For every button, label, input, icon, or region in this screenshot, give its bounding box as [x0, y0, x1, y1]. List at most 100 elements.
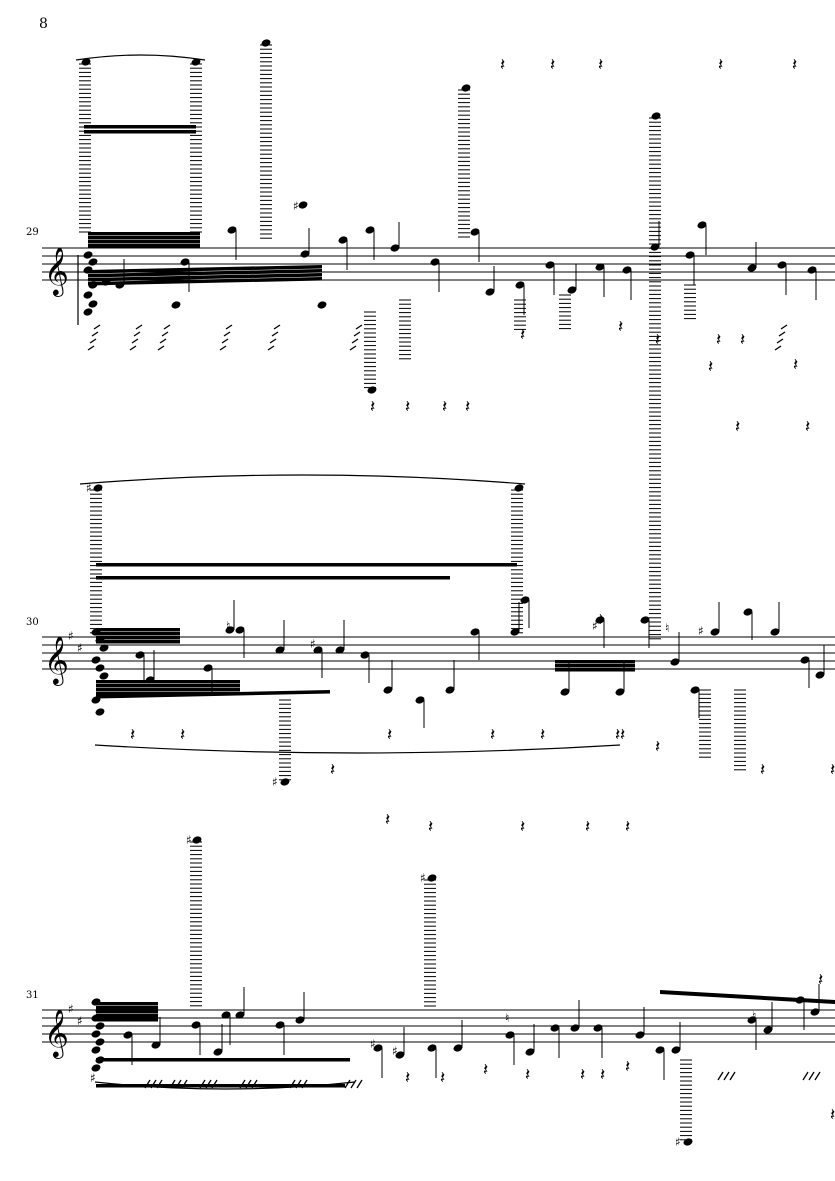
rest-stroke [717, 1071, 724, 1081]
quarter-rest: 𝄽 [540, 725, 545, 745]
notehead [101, 278, 111, 286]
rest-stroke [89, 338, 97, 344]
quarter-rest: 𝄽 [598, 610, 603, 630]
notehead [191, 1021, 201, 1029]
rest-stroke [156, 1079, 163, 1089]
quarter-rest: 𝄽 [830, 1105, 835, 1125]
beam [96, 628, 180, 632]
notehead [335, 646, 345, 654]
notehead [445, 686, 455, 694]
quarter-rest: 𝄽 [580, 1065, 585, 1085]
rest-stroke [245, 1079, 252, 1089]
notehead [747, 264, 757, 272]
beam [88, 265, 322, 274]
treble-clef: 𝄞 [44, 1008, 69, 1059]
notehead [383, 686, 393, 694]
quarter-rest: 𝄽 [655, 330, 660, 350]
beam [96, 1058, 350, 1062]
notehead [123, 1031, 133, 1039]
notation: 𝄞𝄞♯♯𝄞♯♯♯𝄽𝄽𝄽𝄽𝄽𝄽𝄽𝄽𝄽𝄽𝄽𝄽𝄽𝄽𝄽𝄽𝄽𝄽♯♯𝄽𝄽𝄽𝄽𝄽𝄽𝄽𝄽𝄽𝄽𝄽𝄽… [44, 39, 835, 1149]
rest-stroke [353, 331, 361, 337]
sharp: ♯ [370, 1037, 376, 1051]
sharp: ♯ [293, 199, 299, 213]
notehead [777, 261, 787, 269]
notehead [453, 1044, 463, 1052]
quarter-rest: 𝄽 [615, 725, 620, 745]
notehead [461, 84, 471, 92]
rest-stroke [129, 345, 137, 351]
notehead [95, 1038, 105, 1046]
sharp: ♯ [310, 637, 316, 651]
rest-stroke [199, 1079, 206, 1089]
notehead [690, 686, 700, 694]
quarter-rest: 𝄽 [405, 1068, 410, 1088]
notehead [485, 288, 495, 296]
sharp: ♯ [420, 871, 426, 885]
rest-stroke [131, 338, 139, 344]
notehead [99, 672, 109, 680]
quarter-rest: 𝄽 [625, 1057, 630, 1077]
rest-stroke [301, 1079, 308, 1089]
notehead [520, 596, 530, 604]
notehead [685, 251, 695, 259]
key-signature-sharp: ♯ [77, 1014, 83, 1028]
notehead [261, 39, 271, 47]
notehead [570, 1024, 580, 1032]
tie [94, 1081, 356, 1090]
rest-stroke [219, 345, 227, 351]
notehead [810, 1008, 820, 1016]
rest-stroke [729, 1071, 736, 1081]
rest-stroke [289, 1079, 296, 1089]
key-signature-sharp: ♯ [68, 629, 74, 643]
quarter-rest: 𝄽 [735, 417, 740, 437]
notehead [640, 616, 650, 624]
quarter-rest: 𝄽 [598, 55, 603, 75]
notehead [427, 1044, 437, 1052]
beam [88, 244, 200, 248]
notehead [683, 1138, 693, 1146]
notehead [560, 688, 570, 696]
quarter-rest: 𝄽 [793, 355, 798, 375]
quarter-rest: 𝄽 [520, 325, 525, 345]
notehead [83, 308, 93, 316]
sharp: ♯ [272, 775, 278, 789]
rest-stroke [295, 1079, 302, 1089]
sharp: ♯ [392, 1044, 398, 1058]
quarter-rest: 𝄽 [465, 397, 470, 417]
notehead [83, 251, 93, 259]
sharp: ♯ [592, 619, 598, 633]
quarter-rest: 𝄽 [718, 55, 723, 75]
beam [88, 269, 322, 278]
notehead [81, 58, 91, 66]
sharp: ♯ [86, 481, 92, 495]
rest-stroke [344, 1079, 351, 1089]
rest-stroke [271, 331, 279, 337]
notehead [525, 1048, 535, 1056]
quarter-rest: 𝄽 [330, 760, 335, 780]
quarter-rest: 𝄽 [370, 397, 375, 417]
beam [555, 668, 635, 672]
sharp: ♯ [698, 624, 704, 638]
tie [75, 54, 206, 61]
rest-stroke [355, 324, 363, 330]
rest-stroke [133, 331, 141, 337]
notehead [365, 226, 375, 234]
quarter-rest: 𝄽 [387, 725, 392, 745]
notehead [390, 244, 400, 252]
beam [88, 240, 200, 244]
beam [96, 640, 180, 644]
quarter-rest: 𝄽 [760, 760, 765, 780]
quarter-rest: 𝄽 [490, 725, 495, 745]
notehead [298, 201, 308, 209]
notehead [95, 1022, 105, 1030]
notehead [651, 112, 661, 120]
beam [96, 563, 517, 567]
beam [555, 660, 635, 664]
rest-stroke [814, 1071, 821, 1081]
quarter-rest: 𝄽 [130, 725, 135, 745]
notehead [275, 646, 285, 654]
notehead [655, 1046, 665, 1054]
notehead [615, 688, 625, 696]
notehead [367, 386, 377, 394]
notehead [338, 236, 348, 244]
